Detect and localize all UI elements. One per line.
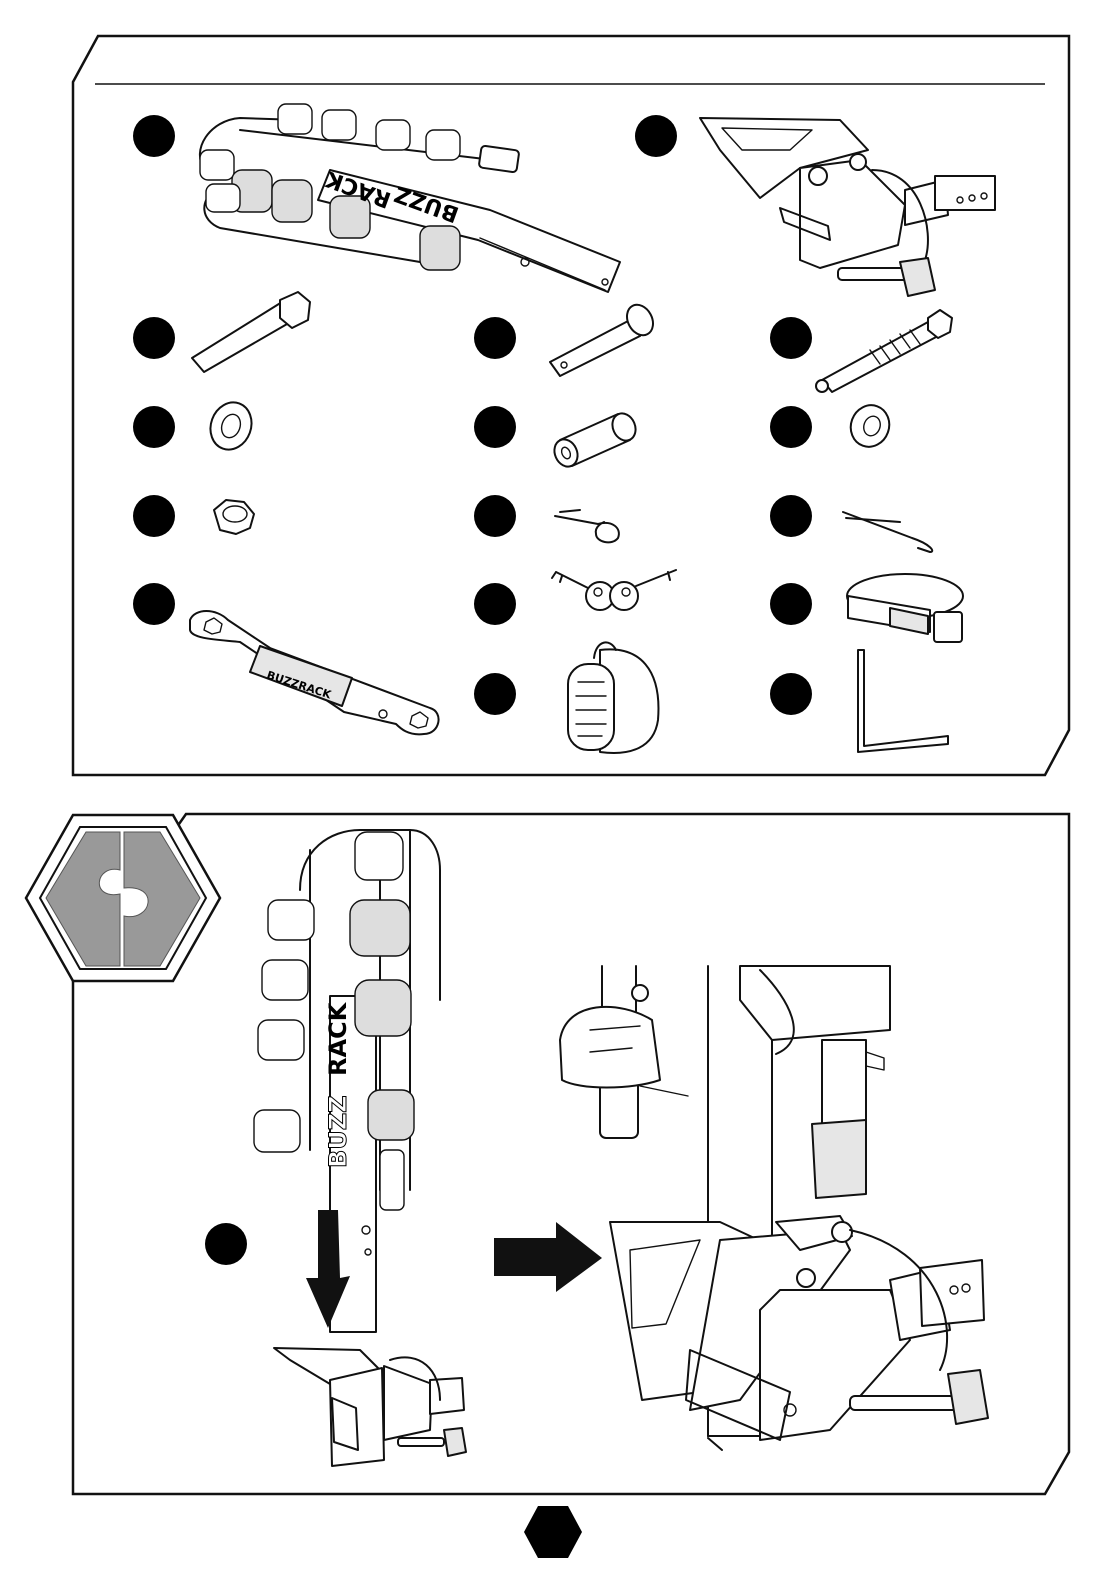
bike-carrier-rack-icon: RACK BUZZ — [200, 104, 620, 292]
part-bullet-5 — [770, 317, 812, 359]
part-bullet-9 — [133, 495, 175, 537]
part-bullet-12 — [133, 583, 175, 625]
spacer-tube-icon — [550, 410, 639, 471]
flat-washer-icon — [204, 397, 258, 456]
hitch-mount-bracket-icon — [700, 118, 995, 296]
assembly-step-drawing: RACK BUZZ — [0, 790, 1119, 1520]
threaded-bolt-icon — [816, 310, 952, 392]
rack-upright-illustration: RACK BUZZ — [254, 830, 440, 1332]
part-bullet-13 — [474, 583, 516, 625]
step-panel-frame — [73, 814, 1069, 1494]
allen-key-icon — [858, 650, 948, 752]
part-bullet-1 — [133, 115, 175, 157]
hitch-pin-icon — [550, 300, 658, 376]
part-bullet-15 — [474, 673, 516, 715]
part-bullet-16 — [770, 673, 812, 715]
keys-icon — [552, 570, 676, 610]
part-bullet-10 — [474, 495, 516, 537]
assembly-puzzle-icon — [26, 815, 220, 981]
part-bullet-6 — [133, 406, 175, 448]
step-bullet — [205, 1223, 247, 1265]
rack-upright-logo-buzz: BUZZ — [324, 1095, 352, 1168]
parts-list-drawing: RACK BUZZ — [0, 0, 1119, 790]
large-r-clip-icon — [843, 512, 932, 552]
lock-washer-icon — [845, 400, 895, 452]
end-cap-icon — [568, 642, 658, 753]
hexagon-page-badge-icon — [524, 1506, 582, 1558]
part-bullet-4 — [474, 317, 516, 359]
part-bullet-7 — [474, 406, 516, 448]
hitch-mount-bracket-detail — [610, 1216, 988, 1520]
small-r-clip-icon — [555, 510, 619, 542]
part-bullet-3 — [133, 317, 175, 359]
part-bullet-11 — [770, 495, 812, 537]
footer — [0, 1496, 1119, 1587]
part-bullet-8 — [770, 406, 812, 448]
wrench-icon: BUZZRACK — [190, 611, 439, 734]
part-bullet-2 — [635, 115, 677, 157]
assembly-step-panel: RACK BUZZ — [0, 790, 1119, 1520]
hex-bolt-icon — [192, 292, 310, 372]
part-bullet-14 — [770, 583, 812, 625]
footer-drawing — [0, 1496, 1119, 1587]
rack-upright-logo-rack: RACK — [324, 1001, 352, 1076]
strap-icon — [847, 574, 963, 642]
arrow-right-icon — [494, 1222, 602, 1292]
lock-nut-icon — [214, 500, 254, 534]
parts-list-panel: RACK BUZZ — [0, 0, 1119, 790]
